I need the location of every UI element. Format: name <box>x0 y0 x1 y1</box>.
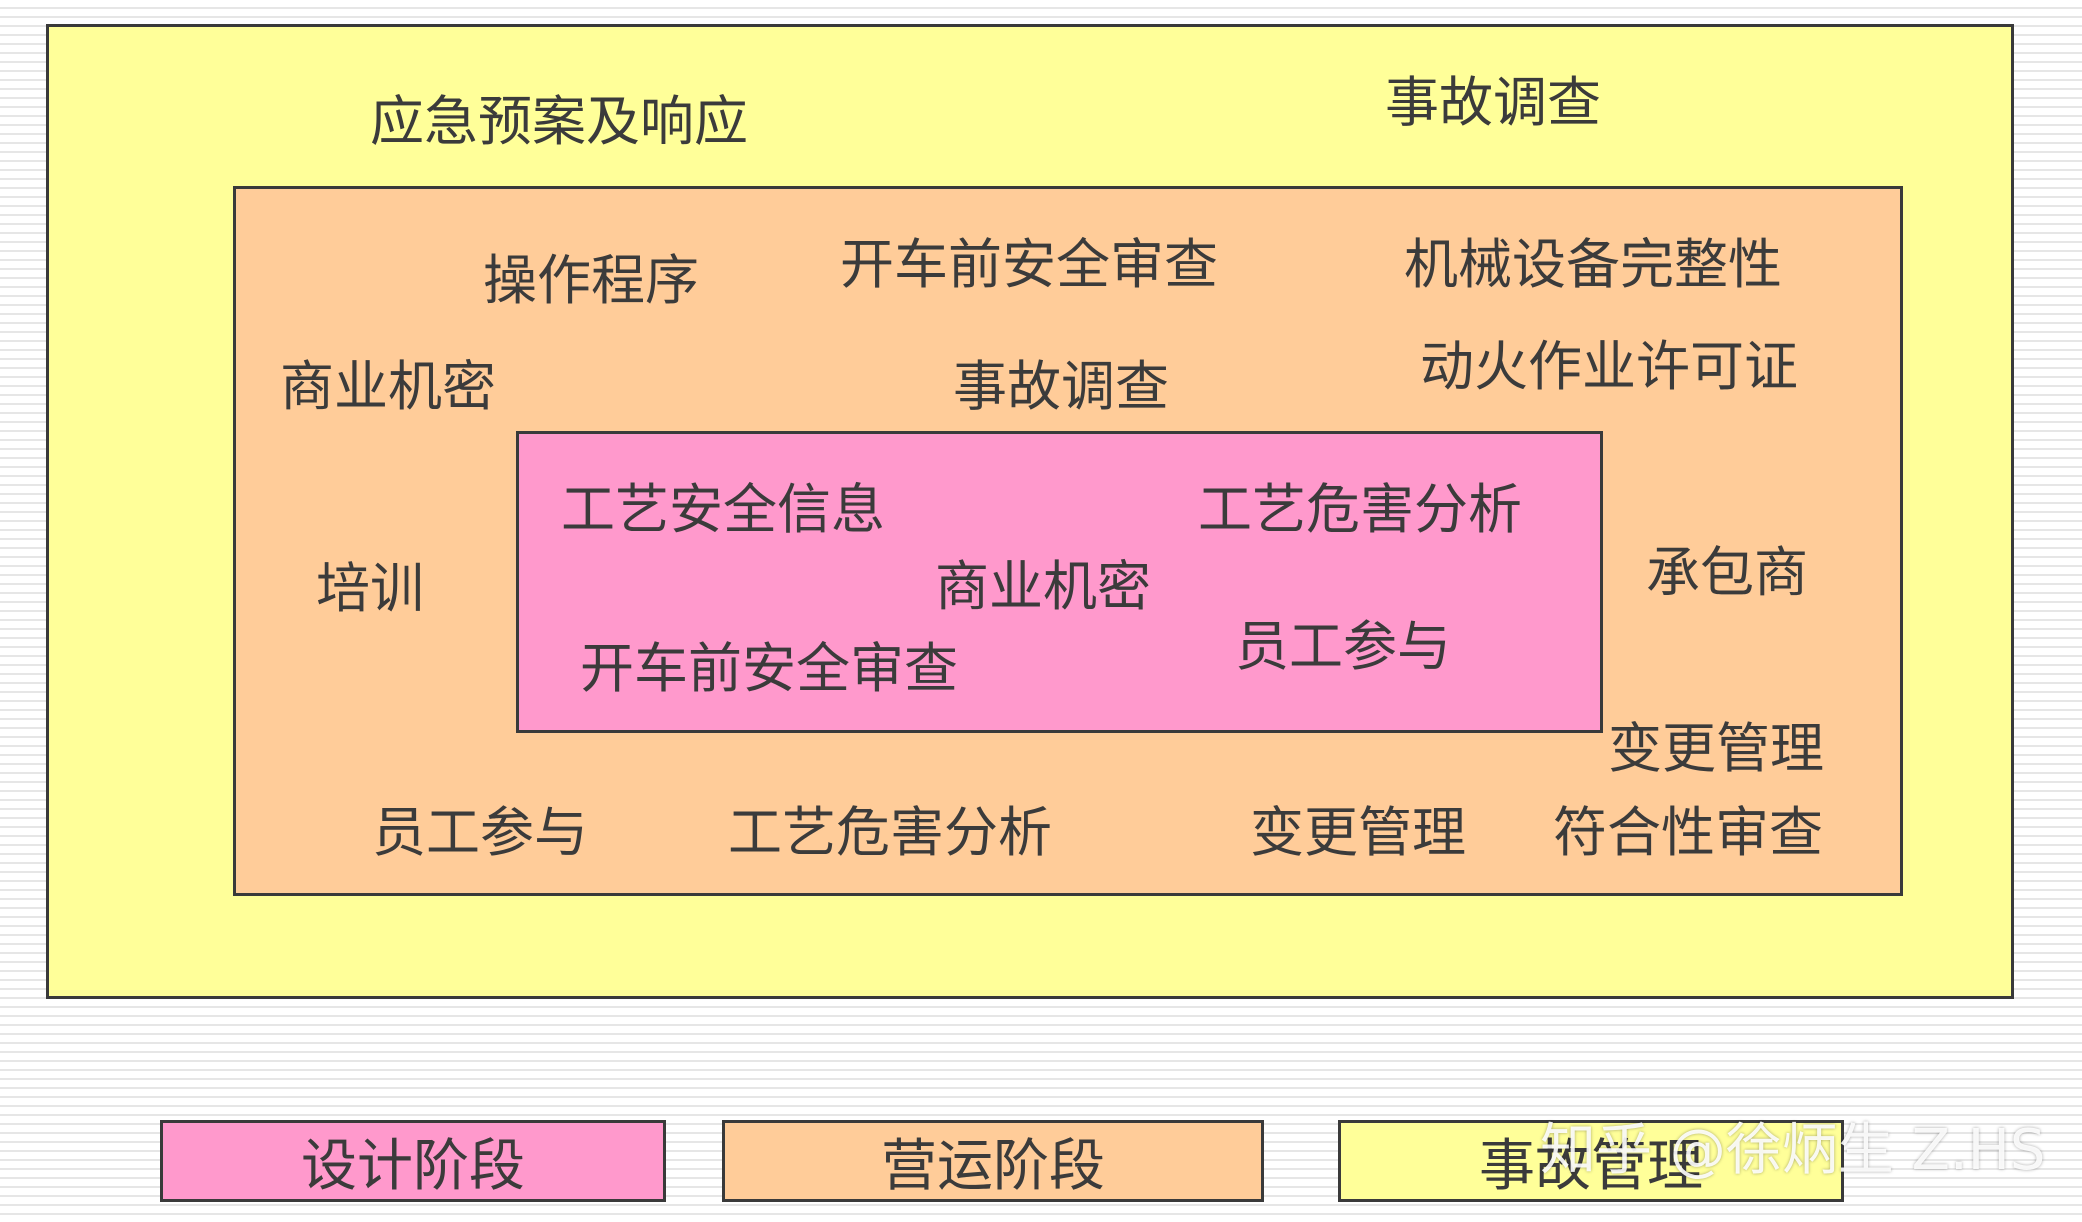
middle-label-training: 培训 <box>316 557 424 620</box>
inner-label-pre-startup-review: 开车前安全审查 <box>580 637 958 700</box>
legend-operation-phase-label: 营运阶段 <box>881 1133 1105 1199</box>
inner-label-process-hazard-analysis: 工艺危害分析 <box>1198 478 1522 541</box>
legend-accident-management: 事故管理 <box>1338 1120 1844 1202</box>
middle-label-management-of-change: 变更管理 <box>1250 801 1466 864</box>
inner-label-trade-secrets: 商业机密 <box>935 555 1151 618</box>
middle-label-mechanical-integrity: 机械设备完整性 <box>1404 233 1782 296</box>
middle-label-contractors: 承包商 <box>1646 541 1808 604</box>
middle-label-operating-procedures: 操作程序 <box>483 249 699 312</box>
legend-design-phase: 设计阶段 <box>160 1120 666 1202</box>
middle-label-management-of-change-right: 变更管理 <box>1608 717 1824 780</box>
legend-operation-phase: 营运阶段 <box>722 1120 1264 1202</box>
legend-accident-management-label: 事故管理 <box>1479 1133 1703 1199</box>
middle-label-employee-participation: 员工参与 <box>372 801 588 864</box>
middle-label-process-hazard-analysis: 工艺危害分析 <box>728 801 1052 864</box>
middle-label-pre-startup-review: 开车前安全审查 <box>840 233 1218 296</box>
middle-label-trade-secrets: 商业机密 <box>280 355 496 418</box>
middle-label-compliance-audit: 符合性审查 <box>1553 801 1823 864</box>
design-phase-region <box>516 431 1603 733</box>
middle-label-hot-work-permit: 动火作业许可证 <box>1420 335 1798 398</box>
legend-design-phase-label: 设计阶段 <box>301 1133 525 1199</box>
outer-label-accident-investigation: 事故调查 <box>1385 71 1601 134</box>
middle-label-accident-investigation: 事故调查 <box>953 355 1169 418</box>
outer-label-emergency-response: 应急预案及响应 <box>370 90 748 153</box>
inner-label-process-safety-information: 工艺安全信息 <box>561 478 885 541</box>
watermark: 知乎 @徐炳生 Z.HS <box>1540 1118 2046 1183</box>
inner-label-employee-participation: 员工参与 <box>1235 615 1451 678</box>
